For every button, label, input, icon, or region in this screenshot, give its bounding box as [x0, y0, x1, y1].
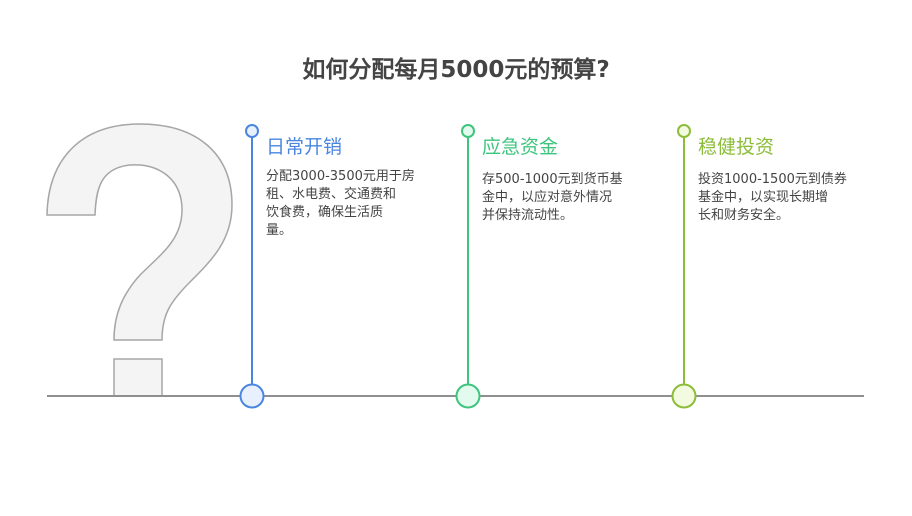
text-line: 量。: [266, 223, 293, 238]
page-title: 如何分配每月5000元的预算?: [302, 57, 610, 83]
question-mark-icon: [46, 123, 233, 397]
text-line: 基金中，以实现长期增: [698, 190, 829, 205]
description-daily-expenses: 分配3000-3500元用于房 租、水电费、交通费和 饮食费，确保生活质 量。: [266, 168, 436, 240]
text-line: 金中，以应对意外情况: [482, 190, 613, 205]
text-line: 投资1000-1500元到债券: [698, 172, 847, 187]
timeline-marker-emergency-fund: [455, 124, 481, 409]
text-line: 饮食费，确保生活质: [266, 205, 384, 220]
text-line: 长和财务安全。: [698, 208, 790, 223]
description-stable-investment: 投资1000-1500元到债券 基金中，以实现长期增 长和财务安全。: [698, 171, 868, 225]
text-line: 租、水电费、交通费和: [266, 187, 397, 202]
heading-daily-expenses: 日常开销: [266, 136, 343, 158]
text-line: 存500-1000元到货币基: [482, 172, 623, 187]
text-line: 分配3000-3500元用于房: [266, 169, 415, 184]
heading-emergency-fund: 应急资金: [482, 136, 559, 158]
text-line: 并保持流动性。: [482, 208, 574, 223]
timeline-marker-stable-investment: [671, 124, 697, 409]
timeline-marker-daily-expenses: [239, 124, 265, 409]
description-emergency-fund: 存500-1000元到货币基 金中，以应对意外情况 并保持流动性。: [482, 171, 652, 225]
heading-stable-investment: 稳健投资: [698, 136, 775, 158]
